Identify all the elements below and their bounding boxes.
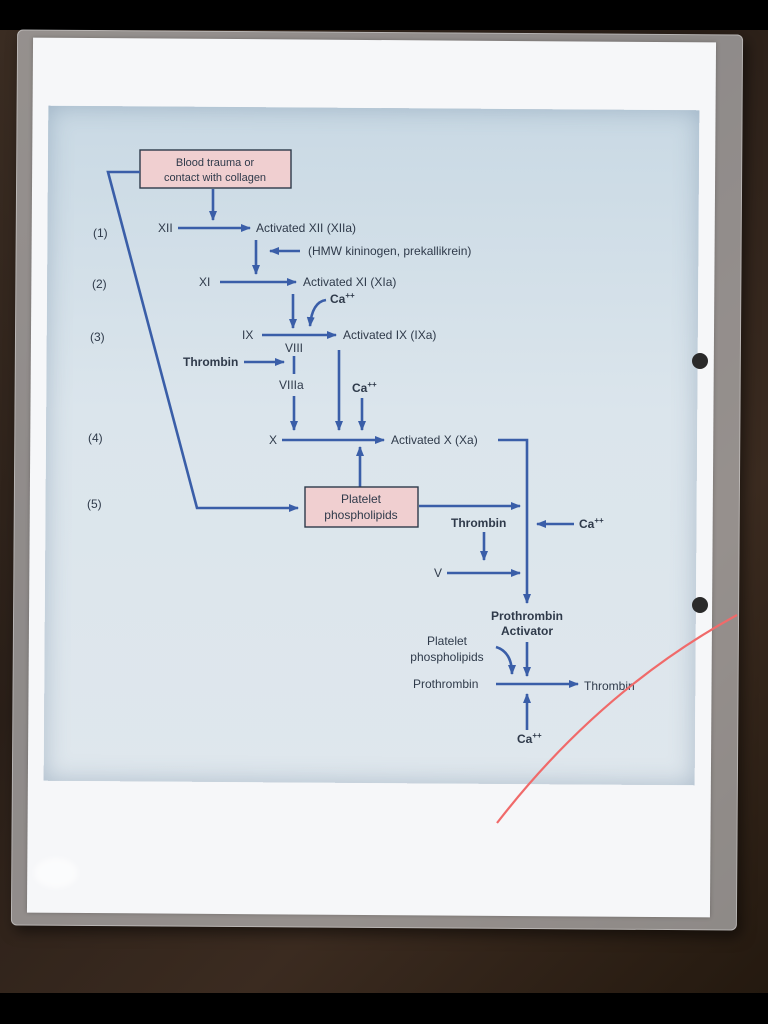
label-prothrombin: Prothrombin <box>413 677 478 691</box>
step-label-1: (1) <box>93 226 108 240</box>
label-prothrombin-activator-2: Activator <box>501 624 553 638</box>
trauma-box <box>139 149 292 189</box>
arrow-phospholipids-curve <box>495 645 516 675</box>
label-xi: XI <box>199 275 210 289</box>
glare-reflection <box>34 858 78 888</box>
step-label-2: (2) <box>92 277 107 291</box>
arrow-ca-curve-1 <box>306 298 327 327</box>
label-platelet-phospholipids-1: Platelet <box>427 634 468 648</box>
punch-hole-bottom <box>692 597 708 613</box>
label-thrombin-1: Thrombin <box>183 355 238 369</box>
label-ix: IX <box>242 328 253 342</box>
red-pen-mark <box>496 614 738 824</box>
label-viii: VIII <box>285 341 303 355</box>
label-activated-xii: Activated XII (XIIa) <box>256 221 356 235</box>
label-hmw: (HMW kininogen, prekallikrein) <box>308 244 471 258</box>
trauma-line-2: contact with collagen <box>164 172 266 184</box>
platelet-line-2: phospholipids <box>324 508 397 522</box>
label-activated-ix: Activated IX (IXa) <box>343 328 436 342</box>
label-ca-1: Ca++ <box>330 291 355 306</box>
label-xii: XII <box>158 221 173 235</box>
punch-hole-top <box>692 353 708 369</box>
platelet-line-1: Platelet <box>341 492 382 506</box>
step-label-5: (5) <box>87 497 102 511</box>
label-v: V <box>434 566 442 580</box>
arrow-xa-to-activator <box>498 438 531 604</box>
platelet-box <box>304 486 419 528</box>
trauma-line-1: Blood trauma or <box>176 157 255 169</box>
label-activated-xi: Activated XI (XIa) <box>303 275 396 289</box>
label-ca-4: Ca++ <box>517 731 542 746</box>
label-platelet-phospholipids-2: phospholipids <box>410 650 483 664</box>
arrow-trauma-to-platelet <box>106 170 299 512</box>
label-activated-x: Activated X (Xa) <box>391 433 478 447</box>
label-ca-2: Ca++ <box>352 380 377 395</box>
label-viiia: VIIIa <box>279 378 304 392</box>
label-prothrombin-activator-1: Prothrombin <box>491 609 563 623</box>
label-thrombin-2: Thrombin <box>451 516 506 530</box>
label-x: X <box>269 433 277 447</box>
step-label-3: (3) <box>90 330 105 344</box>
label-thrombin-final: Thrombin <box>584 679 635 693</box>
step-label-4: (4) <box>88 431 103 445</box>
label-ca-3: Ca++ <box>579 516 604 531</box>
